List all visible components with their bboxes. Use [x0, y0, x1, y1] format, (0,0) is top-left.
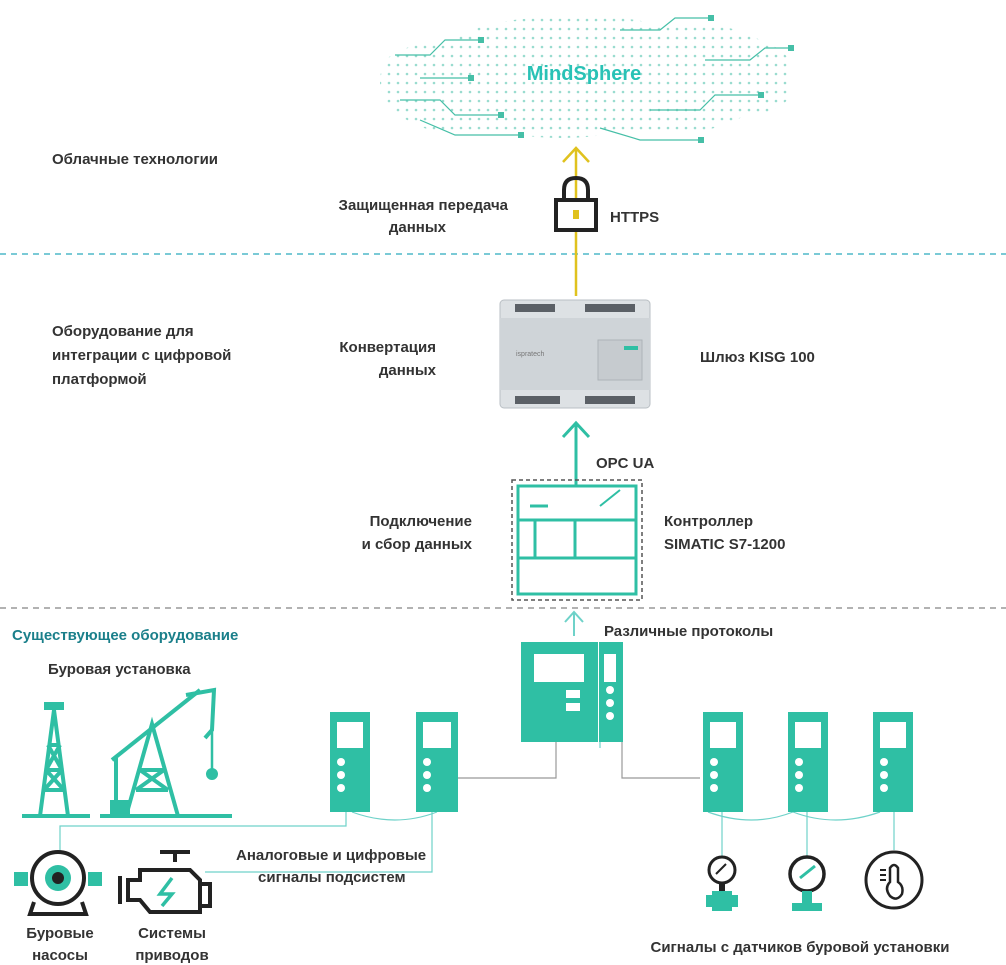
pumps-label-2: насосы — [32, 947, 88, 964]
zone-label-integration-1: Оборудование для — [52, 323, 194, 340]
pressure-gauge-icon-1 — [706, 855, 738, 911]
https-label: HTTPS — [610, 209, 659, 226]
analog-digital-label-2: сигналы подсистем — [258, 869, 406, 886]
controller-s7-1200: Подключение и сбор данных Контроллер SIM… — [362, 479, 785, 601]
https-link: Защищенная передача данных HTTPS — [339, 146, 659, 296]
io-module-left-2 — [416, 712, 458, 812]
engine-icon — [118, 850, 212, 914]
gateway-function-label-2: данных — [379, 362, 437, 379]
rig-label: Буровая установка — [48, 661, 191, 678]
pressure-gauge-icon-2 — [788, 855, 826, 911]
mindsphere-title: MindSphere — [527, 63, 641, 85]
controller-function-label-1: Подключение — [370, 513, 472, 530]
gateway-kisg100: ispratech Конвертация данных Шлюз KISG 1… — [339, 299, 815, 409]
controller-function-label-2: и сбор данных — [362, 536, 473, 553]
io-module-right-3 — [873, 712, 913, 812]
gateway-label: Шлюз KISG 100 — [700, 349, 815, 366]
gateway-terminals — [515, 304, 635, 404]
signal-lines — [59, 742, 895, 873]
central-io-module — [521, 642, 623, 742]
secure-transfer-label-2: данных — [389, 219, 447, 236]
gateway-function-label-1: Конвертация — [339, 339, 436, 356]
mindsphere-cloud: MindSphere — [380, 15, 794, 143]
io-module-right-2 — [788, 712, 828, 812]
pumps-label-1: Буровые — [26, 925, 93, 942]
drives-label-2: приводов — [135, 947, 208, 964]
circuit-lines — [395, 17, 790, 141]
circuit-nodes — [468, 15, 794, 143]
io-module-left-1 — [330, 712, 370, 812]
bus-lines — [458, 742, 700, 779]
pump-icon — [14, 850, 102, 916]
zone-label-integration-3: платформой — [52, 371, 147, 388]
io-module-right-1 — [703, 712, 743, 812]
derrick-icon — [22, 702, 90, 818]
opc-ua-link: OPC UA — [561, 420, 655, 486]
pumpjack-icon — [100, 687, 232, 818]
sensors-label: Сигналы с датчиков буровой установки — [650, 939, 949, 956]
zone-label-cloud: Облачные технологии — [52, 151, 218, 168]
secure-transfer-label-1: Защищенная передача — [339, 197, 509, 214]
drives-label-1: Системы — [138, 925, 206, 942]
lock-icon — [554, 175, 598, 232]
thermometer-icon — [864, 850, 924, 910]
zone-label-integration-2: интеграции с цифровой — [52, 347, 231, 364]
controller-label-1: Контроллер — [664, 513, 753, 530]
protocols-label: Различные протоколы — [604, 623, 773, 640]
analog-digital-label-1: Аналоговые и цифровые — [236, 847, 426, 864]
zone-label-existing: Существующее оборудование — [12, 627, 238, 644]
protocols-link: Различные протоколы — [564, 610, 773, 640]
controller-label-2: SIMATIC S7-1200 — [664, 536, 785, 553]
gateway-brand: ispratech — [516, 351, 545, 358]
opc-ua-label: OPC UA — [596, 455, 655, 472]
